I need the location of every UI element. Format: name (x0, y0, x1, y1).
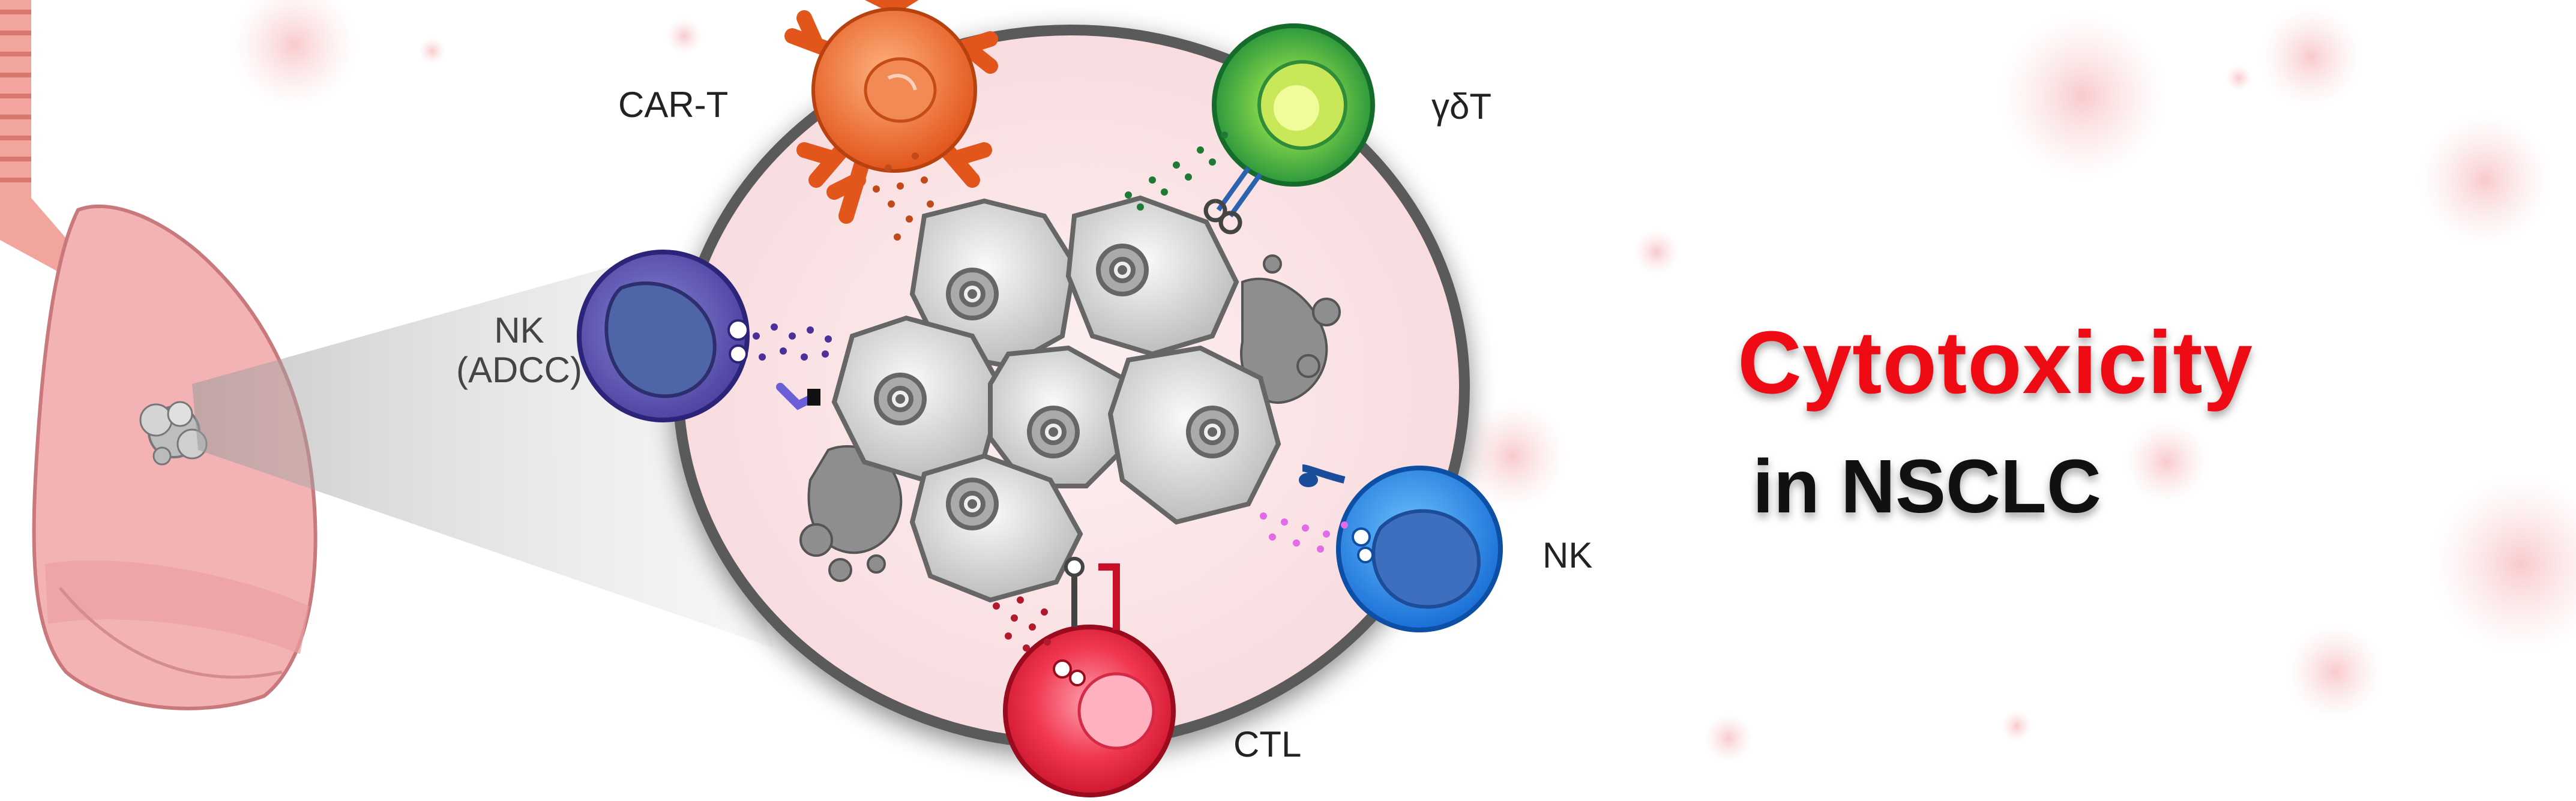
ctl-label: CTL (1233, 724, 1302, 764)
cytotoxic-granules (753, 131, 1348, 652)
nk-adcc-label-line1: NK (494, 310, 544, 350)
gamma-delta-t-cell (1203, 23, 1375, 235)
car-t-label: CAR-T (618, 85, 729, 125)
nk-adcc-cell (577, 250, 820, 422)
apoptotic-debris (799, 254, 1341, 582)
tumor-cell (1107, 345, 1281, 525)
nk-label: NK (1542, 535, 1593, 575)
tumor-cell-cluster (831, 195, 1281, 603)
gamma-delta-t-label: γδT (1431, 86, 1492, 127)
nk-cell (1299, 464, 1503, 632)
lung-illustration (0, 0, 317, 710)
car-t-cell (784, 0, 998, 224)
tumor-cell (909, 198, 1077, 369)
tumor-cell (831, 315, 1005, 483)
tumor-cell (909, 453, 1083, 603)
subtitle-in-nsclc: in NSCLC (1753, 444, 2101, 529)
tumor-cell (1065, 195, 1239, 357)
nk-adcc-label: NK (ADCC) (456, 311, 582, 390)
title-cytotoxicity: Cytotoxicity (1738, 313, 2254, 412)
nk-adcc-label-line2: (ADCC) (456, 350, 582, 390)
ctl-cell (1003, 557, 1176, 797)
tumor-cell (988, 345, 1131, 488)
background-bokeh (231, 0, 2576, 762)
